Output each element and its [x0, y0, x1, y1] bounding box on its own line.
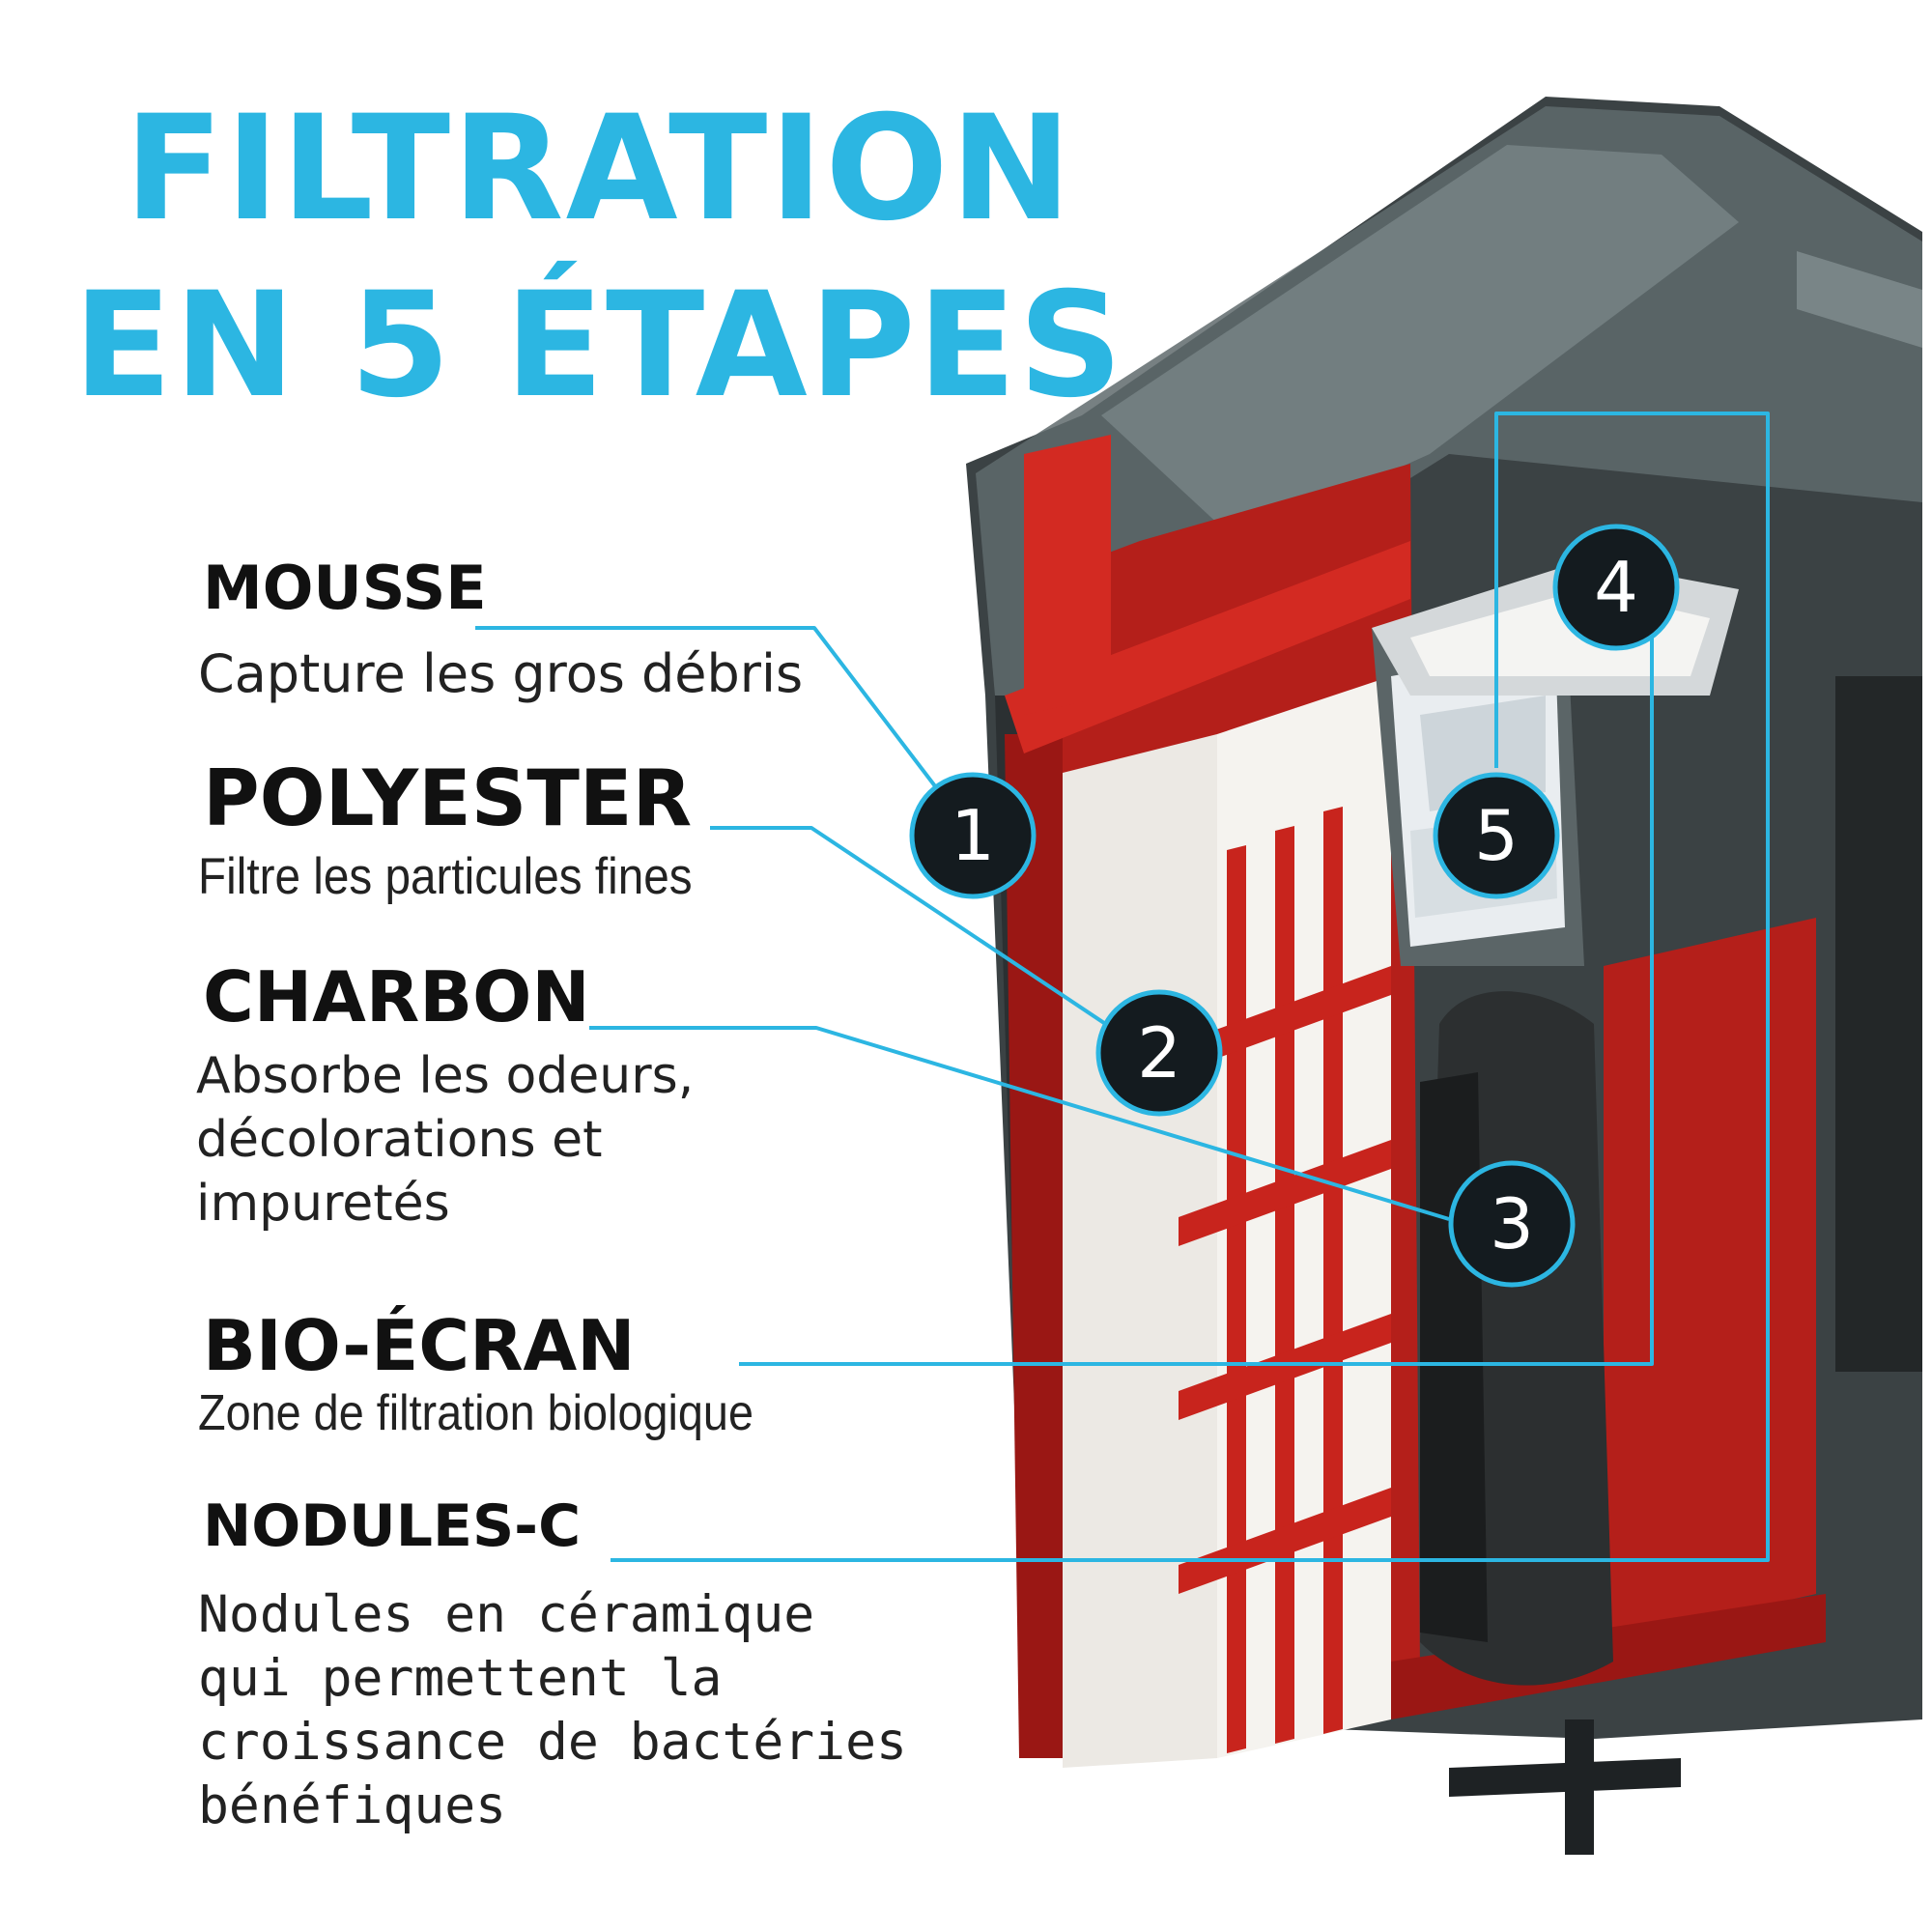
foam-pad [1063, 676, 1391, 1768]
stage-badge-number-3: 3 [1490, 1183, 1534, 1264]
stage-4-name: BIO-ÉCRAN [203, 1305, 636, 1386]
stage-2-name: POLYESTER [203, 753, 693, 843]
stage-4-description: Zone de filtration biologique [198, 1385, 754, 1441]
stage-badge-number-1: 1 [951, 795, 995, 876]
stage-1-description: Capture les gros débris [198, 643, 804, 704]
stage-1-name: MOUSSE [203, 553, 487, 623]
leader-lines [475, 412, 1770, 1562]
title-line-1: FILTRATION [124, 85, 1074, 253]
stage-2-description: Filtre les particules fines [198, 848, 693, 905]
stage-badge-3: 3 [1448, 1160, 1576, 1288]
stage-badge-5: 5 [1433, 772, 1560, 899]
title-line-2: EN 5 ÉTAPES [72, 262, 1125, 430]
stage-3-description-line-1: Absorbe les odeurs, [196, 1047, 695, 1105]
stage-5-description-line-3: croissance de bactéries [198, 1713, 907, 1772]
stage-badge-2: 2 [1095, 989, 1223, 1117]
leader-line-3 [589, 1026, 1450, 1221]
leader-line-2 [710, 826, 1121, 1035]
stage-3-name: CHARBON [203, 956, 590, 1037]
stage-3-description-line-2: décolorations et [196, 1111, 603, 1169]
stage-badge-number-2: 2 [1137, 1012, 1181, 1094]
stage-5-name: NODULES-C [203, 1492, 582, 1560]
stage-badges: 1 2 3 4 5 [909, 524, 1680, 1288]
stage-badge-number-4: 4 [1594, 547, 1638, 628]
leader-line-5 [611, 412, 1770, 1562]
stage-3-description-line-3: impuretés [196, 1175, 450, 1233]
impeller [1449, 1719, 1681, 1855]
stage-badge-1: 1 [909, 772, 1037, 899]
leader-line-4 [739, 630, 1654, 1366]
charcoal-bag [1420, 991, 1613, 1686]
leader-line-1 [475, 626, 975, 838]
stage-badge-number-5: 5 [1474, 795, 1519, 876]
stage-badge-4: 4 [1552, 524, 1680, 651]
frame-ribs [1179, 807, 1391, 1753]
stage-5-description-line-2: qui permettent la [198, 1649, 723, 1708]
stage-5-description-line-4: bénéfiques [198, 1776, 507, 1835]
stage-5-description-line-1: Nodules en céramique [198, 1585, 815, 1644]
